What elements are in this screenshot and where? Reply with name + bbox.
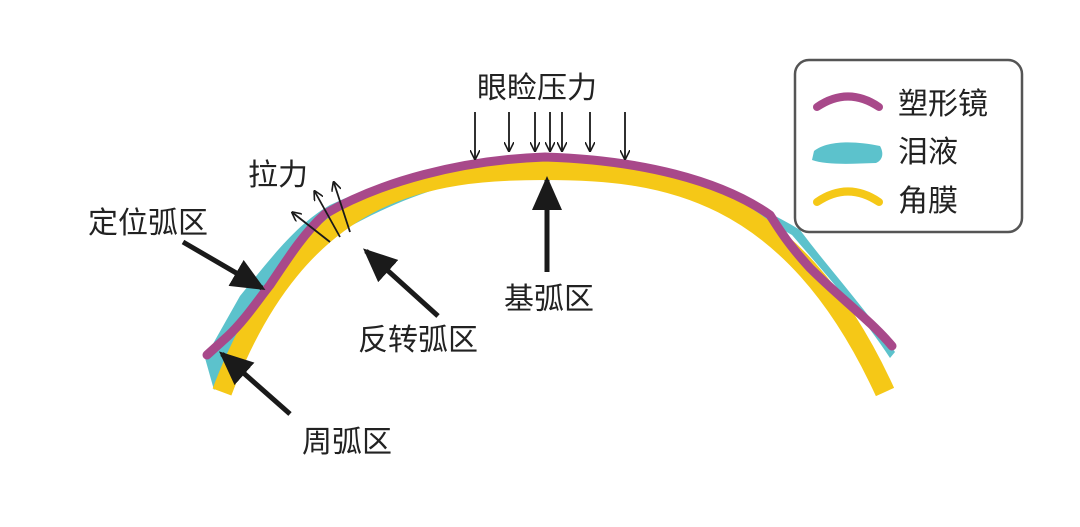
reverse-curve-arrow (363, 248, 440, 318)
legend-lens-label: 塑形镜 (898, 87, 988, 122)
tension-arrows (293, 183, 351, 243)
peripheral-curve-zone-label: 周弧区 (302, 425, 392, 460)
peripheral-curve-arrow (219, 351, 292, 416)
cornea-arc-icon (813, 187, 883, 206)
tension-label: 拉力 (248, 158, 308, 193)
reverse-curve-zone-label: 反转弧区 (358, 323, 478, 358)
cornea-layer (212, 160, 895, 397)
base-curve-zone-label: 基弧区 (504, 282, 594, 317)
lens-arc-icon (813, 92, 883, 111)
lens-layer (202, 152, 897, 360)
legend: 塑形镜 泪液 角膜 (793, 58, 1024, 234)
legend-cornea-label: 角膜 (898, 184, 958, 219)
eyelid-pressure-arrows (475, 112, 625, 158)
alignment-zone-arrow (181, 239, 266, 291)
tear-film-layer (205, 159, 895, 390)
legend-tear-label: 泪液 (898, 135, 958, 170)
eyelid-pressure-label: 眼睑压力 (477, 71, 597, 106)
alignment-zone-label: 定位弧区 (88, 206, 208, 241)
zone-pointer-arrows (181, 176, 562, 416)
tear-film-icon (812, 142, 883, 164)
